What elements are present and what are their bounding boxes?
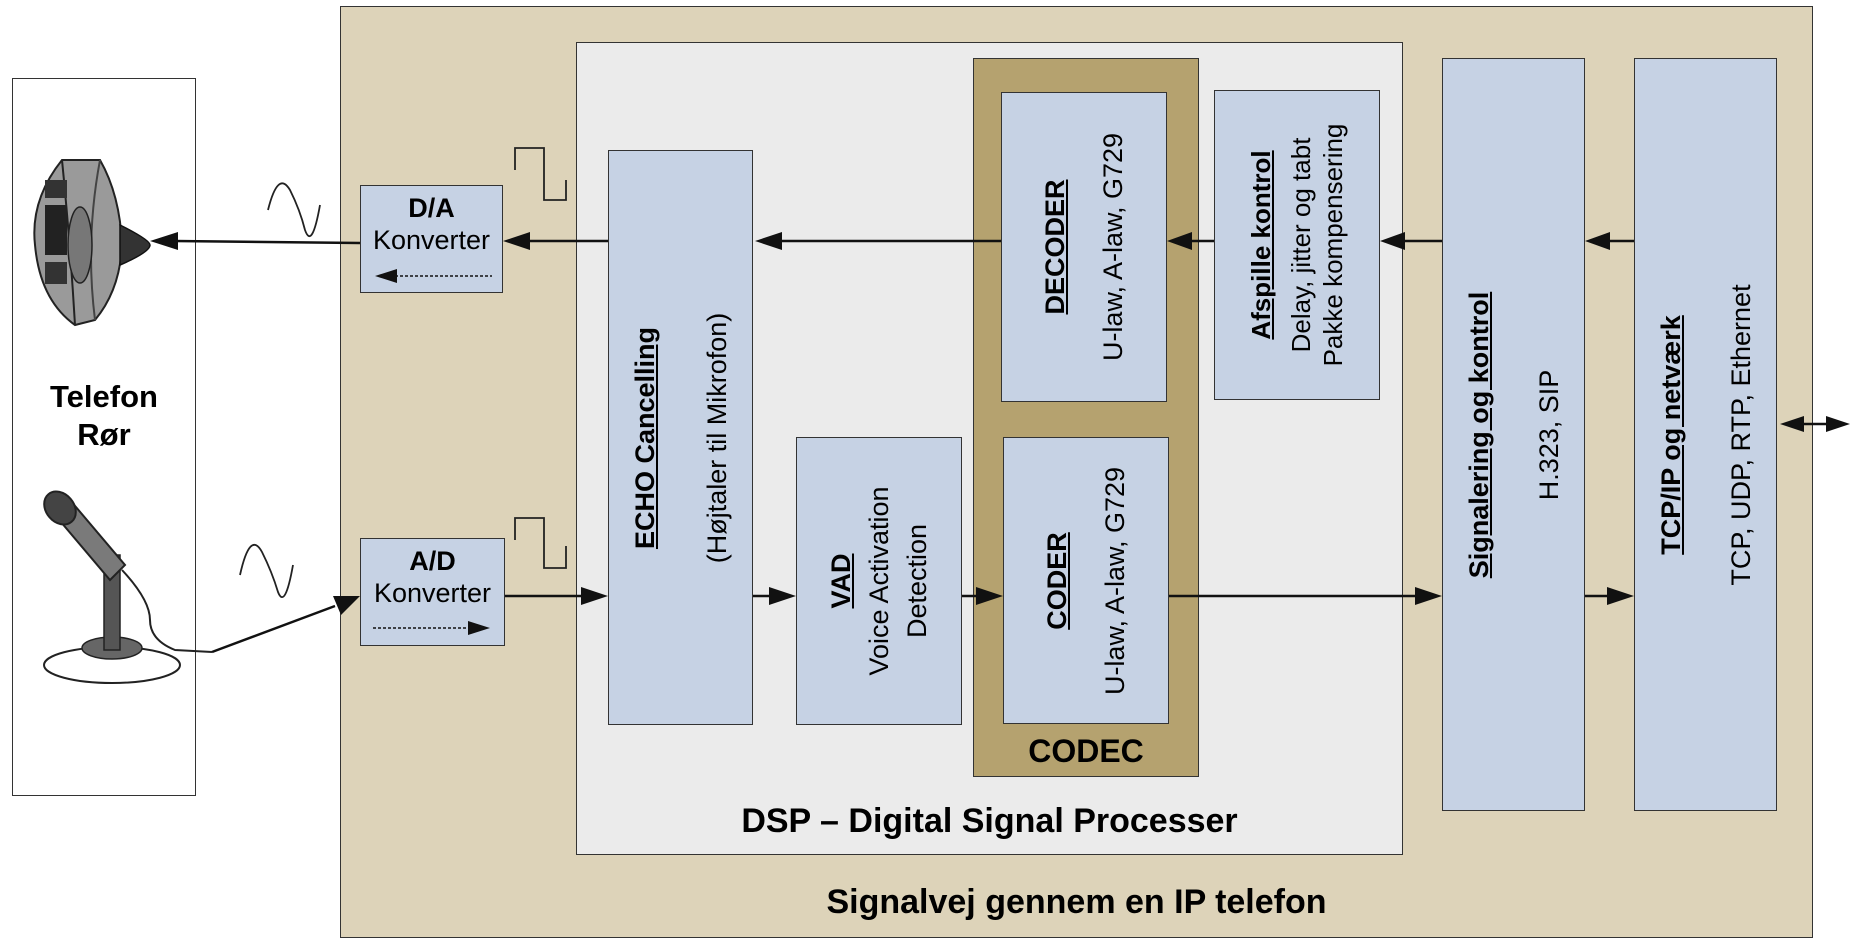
diagram-caption: Signalvej gennem en IP telefon (826, 883, 1327, 921)
da-converter-title: D/A (408, 193, 455, 223)
ad-converter-title: A/D (409, 546, 456, 576)
receive-path-arrows (150, 232, 1634, 250)
signalering-block: Signalering og kontrol H.323, SIP (1442, 58, 1585, 811)
echo-cancelling-block: ECHO Cancelling (Højtaler til Mikrofon) (608, 150, 753, 725)
microphone-icon (43, 490, 213, 684)
da-converter-sub: Konverter (372, 225, 491, 255)
phone-label-line2: Rør (77, 417, 131, 452)
codec-label: CODEC (1028, 733, 1144, 769)
network-bidirectional-arrow (1780, 416, 1850, 432)
phone-label-line1: Telefon (50, 379, 158, 414)
square-wave-icon-top (514, 147, 567, 201)
sine-wave-icon-top (267, 182, 321, 237)
vad-block: VAD Voice Activation Detection (796, 437, 962, 725)
phone-label: Telefon Rør (12, 378, 196, 454)
dsp-label: DSP – Digital Signal Processer (741, 802, 1238, 840)
sine-wave-icon-bottom (239, 544, 294, 598)
afspille-kontrol-block: Afspille kontrol Delay, jitter og tabt P… (1214, 90, 1380, 400)
ad-converter-sub: Konverter (373, 578, 492, 608)
square-wave-icon-bottom (514, 517, 567, 569)
speaker-icon (33, 159, 151, 327)
decoder-block: DECODER U-law, A-law, G729 (1001, 92, 1167, 402)
da-direction-arrow (375, 269, 492, 283)
transmit-path-arrows (211, 587, 1634, 654)
coder-block: CODER U-law, A-law, G729 (1003, 437, 1169, 724)
tcpip-block: TCP/IP og netværk TCP, UDP, RTP, Etherne… (1634, 58, 1777, 811)
ad-direction-arrow (373, 621, 490, 635)
